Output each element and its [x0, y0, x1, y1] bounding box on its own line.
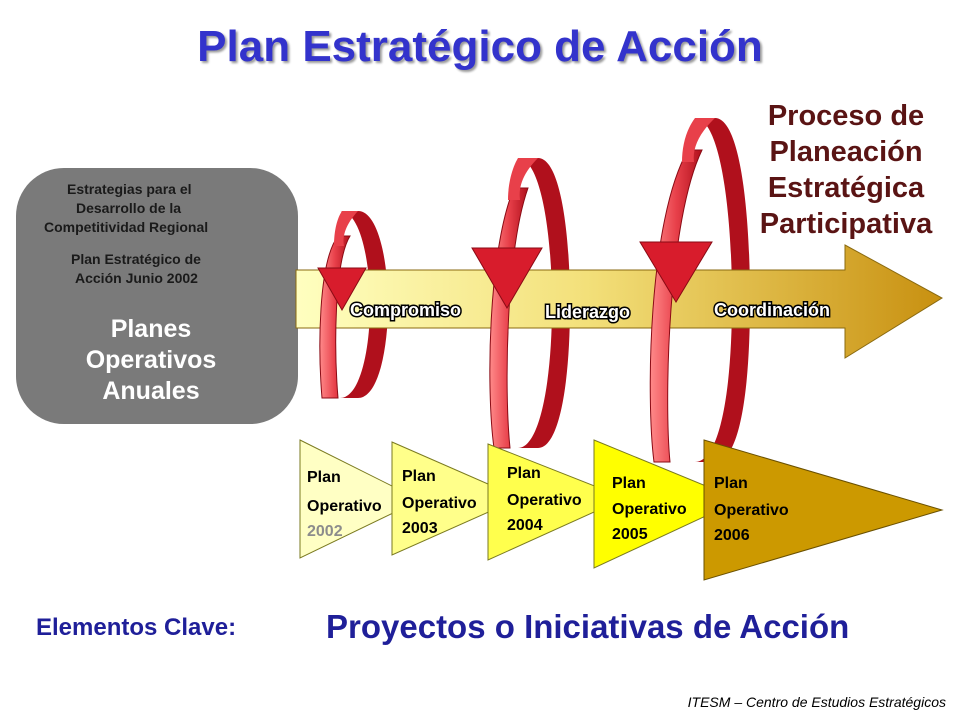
arrow-label-coordinacion: Coordinación [714, 300, 830, 320]
process-title-line: Planeación [769, 136, 923, 168]
loop-arrowhead-2 [471, 247, 543, 309]
elementos-clave-label: Elementos Clave: [36, 614, 237, 641]
planes-line: Operativos [85, 346, 217, 374]
loop-back-3 [695, 118, 750, 462]
loop-back-halves [340, 118, 750, 462]
plan-2005-shape [593, 439, 742, 569]
loop-arrowhead-3 [639, 241, 713, 303]
proyectos-label: Proyectos o Iniciativas de Acción [326, 608, 850, 645]
loop-top-3 [682, 118, 715, 162]
arrow-label-compromiso: Compromiso [350, 300, 461, 320]
panel-line: Acción Junio 2002 [75, 270, 198, 286]
plan-2005-year: 2005 [612, 526, 648, 543]
plan-2002-line2: Operativo [307, 498, 382, 515]
planes-line: Planes [110, 315, 192, 343]
loop-front-halves [317, 118, 715, 463]
plan-2005-line2: Operativo [612, 501, 687, 518]
plan-2005: Plan Operativo 2005 [593, 439, 742, 569]
planes-line: Anuales [102, 377, 200, 405]
plan-2006-shape [703, 439, 944, 581]
footer-credit: ITESM – Centro de Estudios Estratégicos [687, 694, 946, 710]
page-title: Plan Estratégico de Acción [197, 22, 763, 71]
panel-line: Estrategias para el [67, 181, 192, 197]
plan-2004-shape [487, 443, 627, 561]
loop-front-3 [649, 149, 703, 463]
strategy-panel: Estrategias para el Desarrollo de la Com… [16, 168, 298, 424]
plan-2005-line1: Plan [612, 475, 646, 492]
panel-line: Competitividad Regional [44, 219, 209, 235]
loop-back-2 [518, 158, 570, 448]
plan-2006-line1: Plan [714, 475, 748, 492]
loop-back-1 [340, 211, 388, 398]
plan-2006-line2: Operativo [714, 502, 789, 519]
plan-2003-line1: Plan [402, 468, 436, 485]
process-title-line: Participativa [759, 208, 933, 240]
plan-2004: Plan Operativo 2004 [487, 443, 627, 561]
arrow-label-liderazgo: Liderazgo [545, 302, 630, 322]
panel-line: Plan Estratégico de [71, 251, 201, 267]
plan-2002: Plan Operativo 2002 [299, 439, 422, 559]
planes-operativos-label: Planes Operativos Anuales [16, 314, 286, 407]
plan-2003-year: 2003 [402, 520, 438, 537]
plan-2004-year: 2004 [507, 517, 543, 534]
process-title-line: Proceso de [767, 100, 925, 132]
loop-top-1 [334, 211, 358, 246]
plan-2002-shape [299, 439, 422, 559]
plan-2004-line2: Operativo [507, 492, 582, 509]
loop-arrowhead-1 [317, 267, 367, 312]
plan-2003-shape [391, 441, 522, 556]
process-title-line: Estratégica [767, 172, 925, 204]
loop-top-2 [508, 158, 538, 200]
plan-2002-year: 2002 [307, 523, 343, 540]
plan-2002-line1: Plan [307, 469, 341, 486]
panel-line: Desarrollo de la [76, 200, 182, 216]
plan-2003-line2: Operativo [402, 495, 477, 512]
plan-2003: Plan Operativo 2003 [391, 441, 522, 556]
plan-2004-line1: Plan [507, 465, 541, 482]
plan-2006: Plan Operativo 2006 [703, 439, 944, 581]
main-process-arrow [295, 244, 943, 359]
plan-2006-year: 2006 [714, 527, 750, 544]
process-title: Proceso de Planeación Estratégica Partic… [740, 98, 952, 242]
